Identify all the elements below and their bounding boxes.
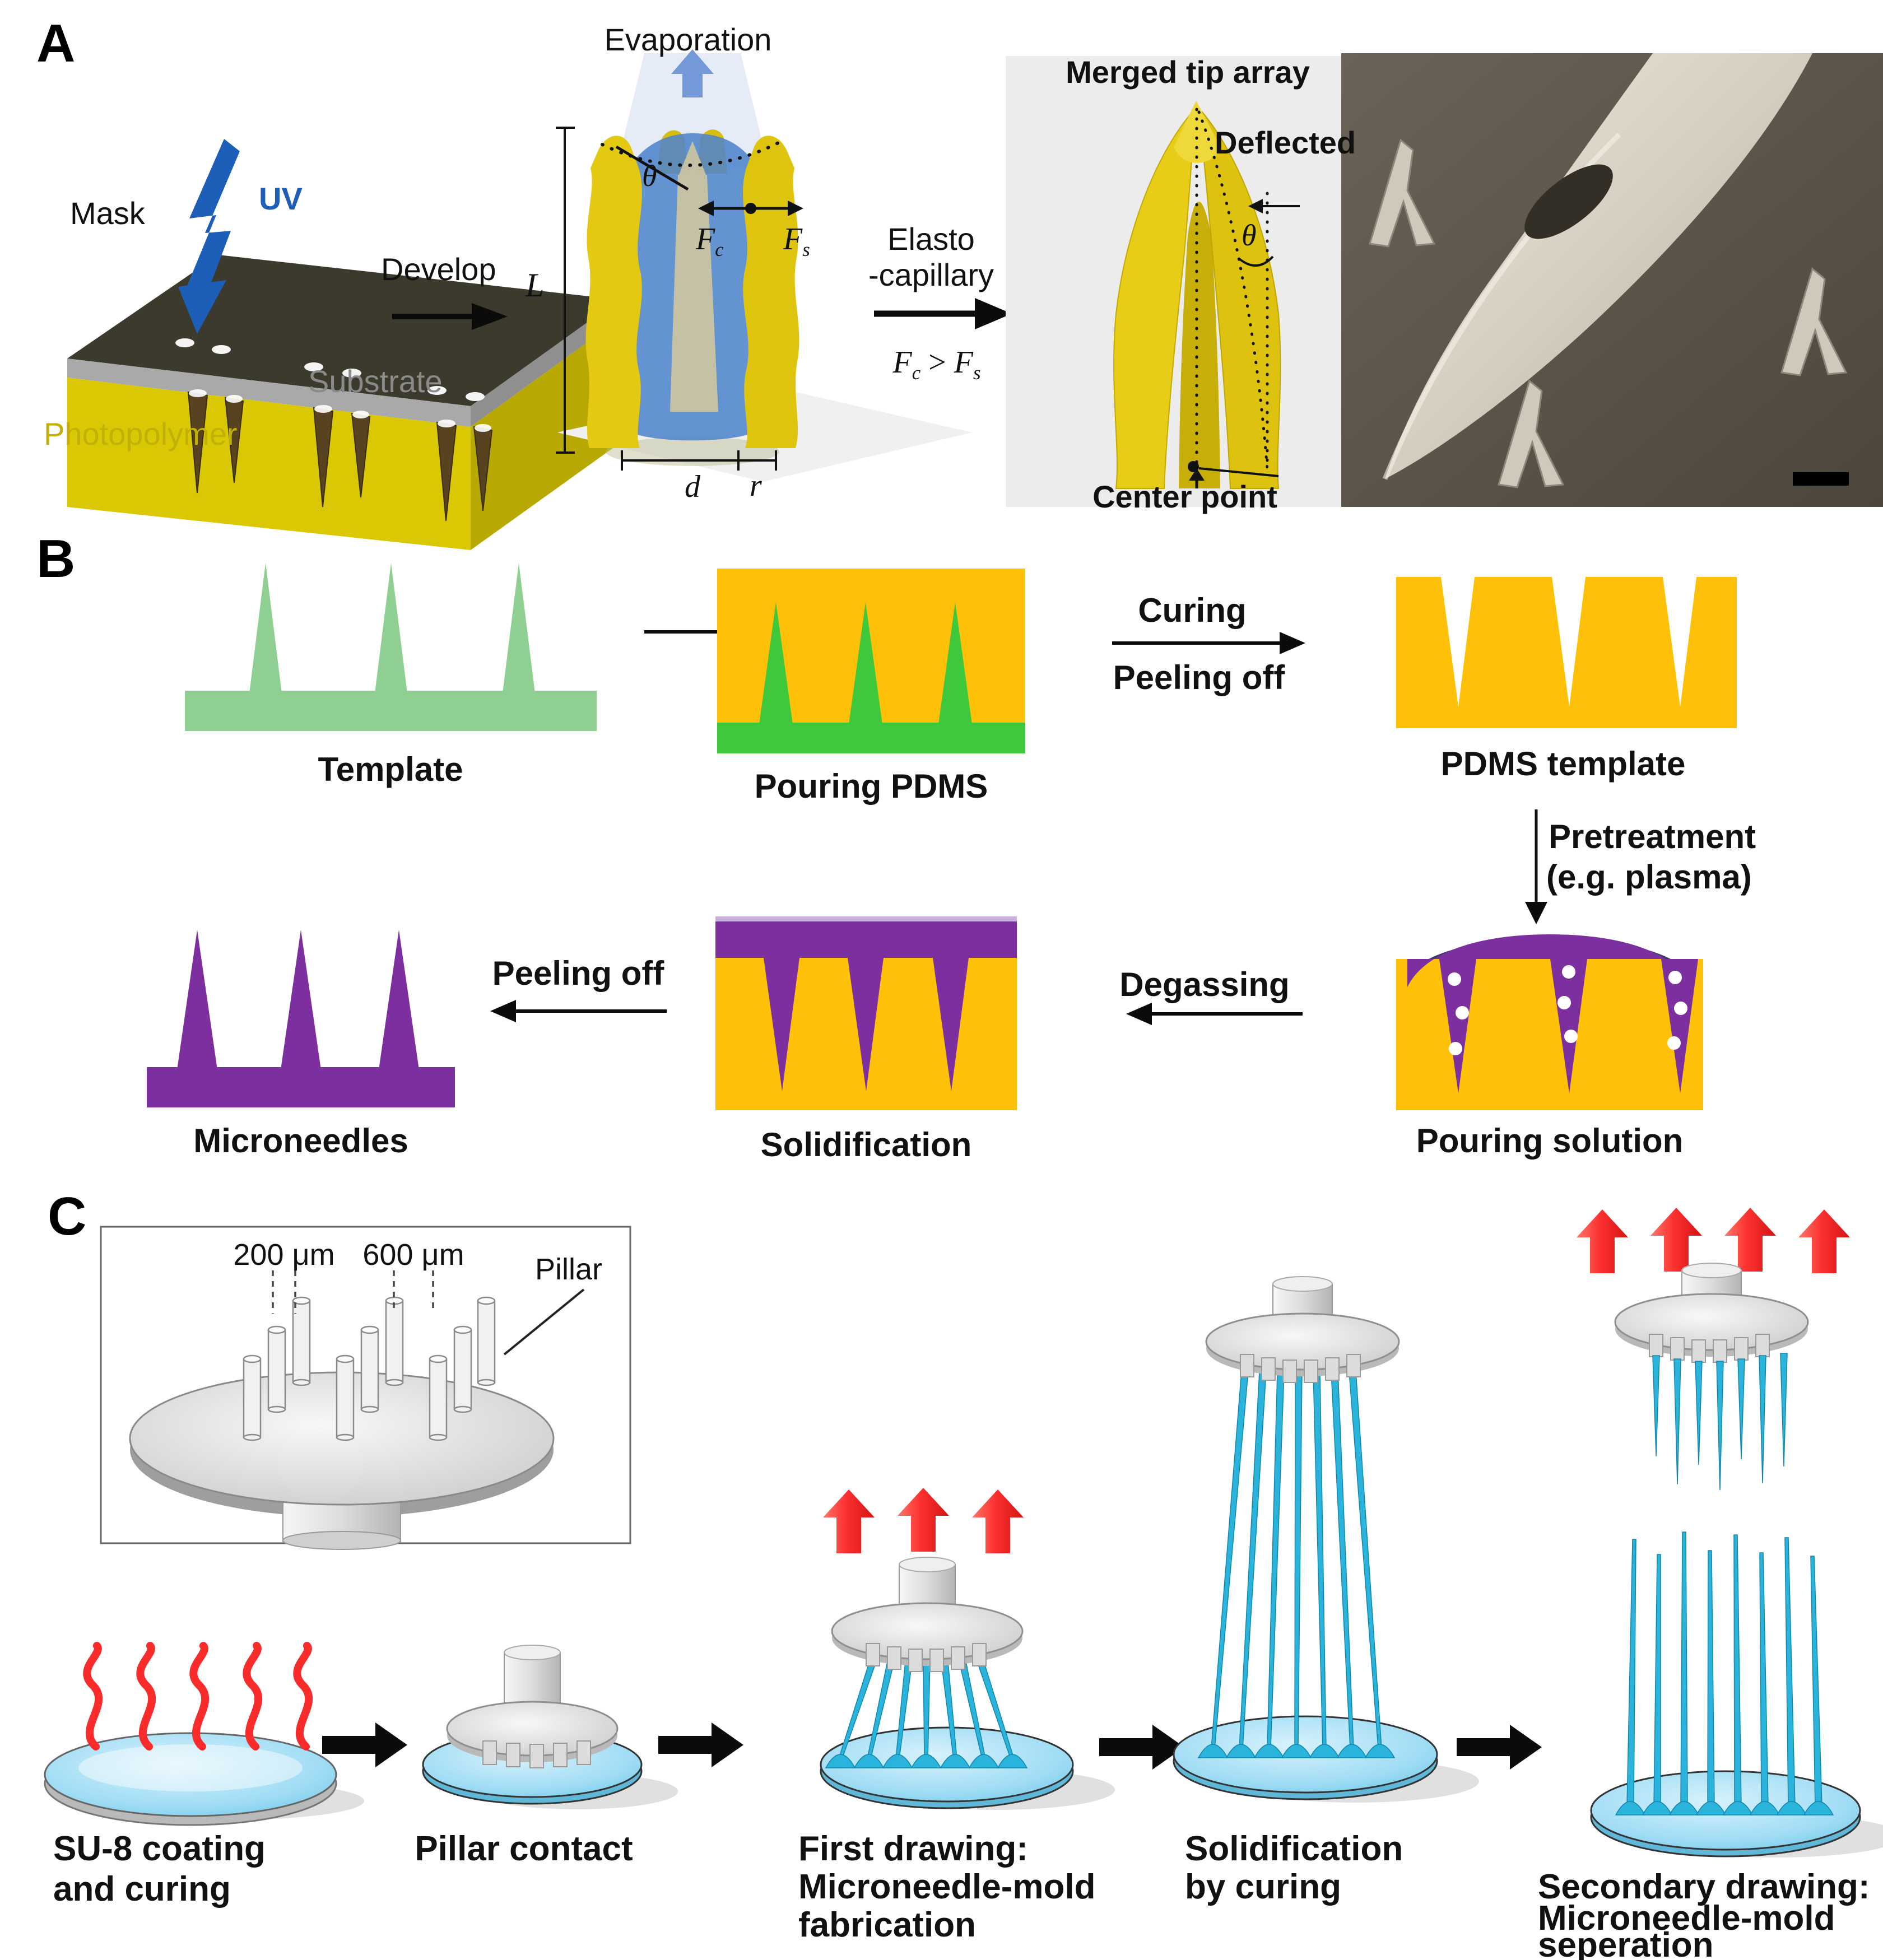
air-bubbles xyxy=(1448,965,1687,1055)
merged-tip-array-label: Merged tip array xyxy=(1066,54,1310,90)
arrow-peeling-off xyxy=(490,1000,667,1022)
step3-label-line2: Microneedle-mold xyxy=(798,1868,1096,1906)
photopolymer-box-illustration xyxy=(67,139,619,550)
pouring-solution-label: Pouring solution xyxy=(1416,1122,1684,1160)
sem-microneedles xyxy=(1369,138,1848,488)
fs-subscript: s xyxy=(802,239,810,261)
step-arrow-1 xyxy=(322,1722,407,1767)
elastocapillary-pillar-illustration xyxy=(556,49,1012,482)
microneedles-illustration xyxy=(147,930,455,1107)
uv-lightning-icon xyxy=(178,139,240,334)
pretreatment-label-line2: (e.g. plasma) xyxy=(1546,858,1752,896)
pdms-template-label: PDMS template xyxy=(1440,745,1686,783)
step5-label-line1: Secondary drawing: xyxy=(1538,1868,1870,1906)
elasto-label-line1: Elasto xyxy=(887,221,975,257)
template-illustration xyxy=(185,563,597,731)
step4-label-line2: by curing xyxy=(1185,1868,1342,1906)
step1-label-line2: and curing xyxy=(53,1870,231,1908)
step5-label-line3: seperation xyxy=(1538,1926,1714,1960)
microneedles-label: Microneedles xyxy=(193,1122,408,1160)
center-point-label: Center point xyxy=(1092,479,1277,514)
step-arrow-2 xyxy=(658,1722,743,1767)
dim-600um-label: 600 μm xyxy=(362,1238,464,1272)
degassing-label: Degassing xyxy=(1119,966,1290,1003)
step1-label-line1: SU-8 coating xyxy=(53,1829,266,1868)
pouring-pdms-label: Pouring PDMS xyxy=(754,767,988,805)
peeling-off-bottom-label: Peeling off xyxy=(492,955,664,992)
force-inequality-label: Fc > Fs xyxy=(892,345,981,384)
force-capillary-label: Fc xyxy=(696,222,724,261)
dim-r-label: r xyxy=(750,468,762,503)
separated-needles-bottom xyxy=(1615,1531,1834,1815)
heat-squiggles xyxy=(83,1642,313,1751)
mask-label: Mask xyxy=(70,195,145,231)
pillar-label: Pillar xyxy=(535,1253,603,1286)
substrate-label: Substrate xyxy=(308,364,443,399)
hypodermic-needle xyxy=(1385,53,1812,479)
uv-label: UV xyxy=(259,181,303,216)
develop-label: Develop xyxy=(381,252,496,287)
solidification-illustration xyxy=(715,916,1017,1110)
theta-label: θ xyxy=(642,159,657,193)
deflection-annotations xyxy=(1188,199,1300,488)
sem-photo xyxy=(1341,53,1883,507)
solidification-curing-illustration xyxy=(1173,1276,1479,1803)
elasto-label-line2: -capillary xyxy=(868,257,994,292)
panel-c-label: C xyxy=(48,1186,87,1246)
pillar-inset xyxy=(100,1226,631,1550)
panel-a-label: A xyxy=(36,13,76,73)
panel-b-label: B xyxy=(36,529,76,589)
evaporation-arrow-icon xyxy=(671,49,714,97)
step3-label-line3: fabrication xyxy=(798,1906,976,1944)
arrow-degassing xyxy=(1126,1003,1303,1025)
d-r-dimension xyxy=(621,450,777,471)
pillar-array xyxy=(243,1296,496,1441)
step2-label: Pillar contact xyxy=(415,1829,633,1868)
dim-200um-label: 200 μm xyxy=(233,1238,335,1272)
step5-label-line2: Microneedle-mold xyxy=(1538,1899,1835,1938)
dim-d-label: d xyxy=(685,469,700,504)
pretreatment-label-line1: Pretreatment xyxy=(1549,818,1756,855)
develop-arrow-icon xyxy=(392,303,508,330)
yellow-micropillar-left xyxy=(585,136,642,448)
template-label: Template xyxy=(318,751,463,788)
fc-subscript: c xyxy=(715,239,724,261)
step3-label-line1: First drawing: xyxy=(798,1829,1028,1868)
separated-needles-top xyxy=(1652,1353,1788,1491)
curing-label: Curing xyxy=(1138,592,1247,629)
secondary-drawing-illustration xyxy=(1577,1208,1883,1857)
sem-scale-bar xyxy=(1793,472,1849,486)
peeling-off-top-label: Peeling off xyxy=(1113,659,1285,696)
pouring-pdms-illustration xyxy=(717,569,1025,753)
step4-label-line1: Solidification xyxy=(1185,1829,1403,1868)
drawn-threads xyxy=(825,1661,1028,1768)
force-surface-label: Fs xyxy=(783,222,810,261)
deflected-label: Deflected xyxy=(1215,125,1356,160)
merged-tip-array-illustration xyxy=(1006,56,1342,507)
force-arrows xyxy=(698,201,803,216)
length-label: L xyxy=(526,267,545,304)
pdms-template-illustration xyxy=(1396,577,1737,728)
cured-threads xyxy=(1197,1371,1396,1758)
pouring-solution-illustration xyxy=(1396,934,1703,1110)
yellow-micropillar-right xyxy=(743,136,799,448)
length-dimension xyxy=(556,127,575,454)
photopolymer-label: Photopolymer xyxy=(44,416,238,451)
step-arrow-3 xyxy=(1099,1725,1184,1770)
first-drawing-illustration xyxy=(820,1488,1115,1810)
su8-coating-illustration xyxy=(44,1642,364,1826)
pillar-contact-illustration xyxy=(422,1645,678,1809)
arrow-pretreatment xyxy=(1525,809,1547,924)
step-arrow-4 xyxy=(1457,1725,1542,1770)
evaporation-label: Evaporation xyxy=(604,22,772,57)
solidification-label: Solidification xyxy=(760,1126,972,1163)
elastocapillary-arrow-icon xyxy=(874,298,1012,329)
arrow-curing-peeling xyxy=(1112,632,1305,654)
theta2-label: θ xyxy=(1242,218,1257,252)
